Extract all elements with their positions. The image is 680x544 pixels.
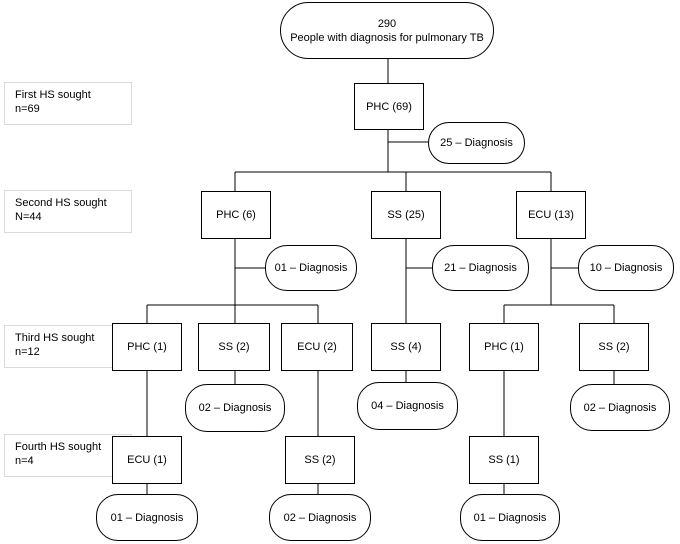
- phc-1-box: PHC (1): [469, 323, 539, 371]
- diagnosis-10-pill: 10 – Diagnosis: [578, 245, 674, 291]
- ecu-13-box: ECU (13): [516, 191, 586, 239]
- ss-4-box: SS (4): [371, 323, 441, 371]
- level-label-second: Second HS sought N=44: [4, 190, 132, 233]
- level-n: n=12: [15, 346, 40, 358]
- diagnosis-25-pill: 25 – Diagnosis: [428, 122, 525, 164]
- box-label: PHC (1): [484, 341, 524, 353]
- box-label: SS (4): [390, 341, 422, 353]
- root-node: 290 People with diagnosis for pulmonary …: [280, 2, 494, 59]
- diagnosis-02-pill: 02 – Diagnosis: [570, 384, 670, 431]
- box-label: ECU (1): [127, 454, 167, 466]
- diagnosis-label: 02 – Diagnosis: [583, 401, 657, 414]
- box-label: SS (25): [387, 209, 425, 221]
- diagnosis-label: 10 – Diagnosis: [589, 262, 663, 274]
- level-title: Third HS sought: [15, 332, 95, 344]
- diagnosis-label: 02 – Diagnosis: [198, 402, 272, 414]
- box-label: PHC (6): [216, 209, 256, 221]
- box-label: PHC (1): [127, 341, 167, 353]
- level-title: Second HS sought: [15, 197, 107, 209]
- diagnosis-21-pill: 21 – Diagnosis: [432, 245, 529, 291]
- level-label-fourth: Fourth HS sought n=4: [4, 434, 132, 477]
- box-label: SS (2): [304, 454, 336, 466]
- diagnosis-label: 01 – Diagnosis: [274, 262, 348, 274]
- level-title: Fourth HS sought: [15, 441, 102, 453]
- box-label: SS (1): [488, 454, 520, 466]
- box-label: ECU (2): [297, 341, 337, 353]
- box-label: SS (2): [218, 341, 250, 353]
- level-label-third: Third HS sought n=12: [4, 325, 132, 368]
- diagnosis-label: 01 – Diagnosis: [110, 511, 184, 524]
- ecu-2-box: ECU (2): [281, 323, 353, 371]
- root-count: 290: [377, 17, 397, 30]
- ss-2-box: SS (2): [198, 323, 270, 371]
- phc-1-box: PHC (1): [112, 323, 182, 371]
- diagnosis-02-pill: 02 – Diagnosis: [185, 384, 285, 432]
- root-label: People with diagnosis for pulmonary TB: [290, 31, 484, 44]
- diagnosis-label: 21 – Diagnosis: [444, 262, 517, 274]
- phc-69-box: PHC (69): [354, 83, 424, 130]
- box-label: SS (2): [598, 341, 630, 353]
- ss-2-box: SS (2): [285, 436, 355, 484]
- level-n: N=44: [15, 211, 42, 223]
- level-title: First HS sought: [15, 89, 91, 101]
- diagnosis-label: 01 – Diagnosis: [473, 511, 547, 524]
- diagnosis-01-pill: 01 – Diagnosis: [96, 494, 198, 541]
- ss-25-box: SS (25): [371, 191, 441, 239]
- diagnosis-label: 02 – Diagnosis: [283, 511, 357, 524]
- phc-6-box: PHC (6): [201, 191, 271, 239]
- level-label-first: First HS sought n=69: [4, 82, 132, 125]
- diagnosis-label: 04 – Diagnosis: [371, 400, 444, 412]
- level-n: n=4: [15, 455, 34, 467]
- ecu-1-box: ECU (1): [112, 436, 182, 484]
- diagnosis-01-pill: 01 – Diagnosis: [265, 245, 357, 291]
- box-label: ECU (13): [528, 209, 574, 221]
- diagnosis-01-pill: 01 – Diagnosis: [460, 494, 560, 541]
- level-n: n=69: [15, 103, 40, 115]
- diagnosis-04-pill: 04 – Diagnosis: [357, 382, 458, 430]
- ss-2-box: SS (2): [579, 323, 649, 371]
- box-label: PHC (69): [366, 100, 412, 113]
- diagnosis-02-pill: 02 – Diagnosis: [269, 494, 371, 541]
- ss-1-box: SS (1): [469, 436, 539, 484]
- diagnosis-label: 25 – Diagnosis: [440, 137, 513, 149]
